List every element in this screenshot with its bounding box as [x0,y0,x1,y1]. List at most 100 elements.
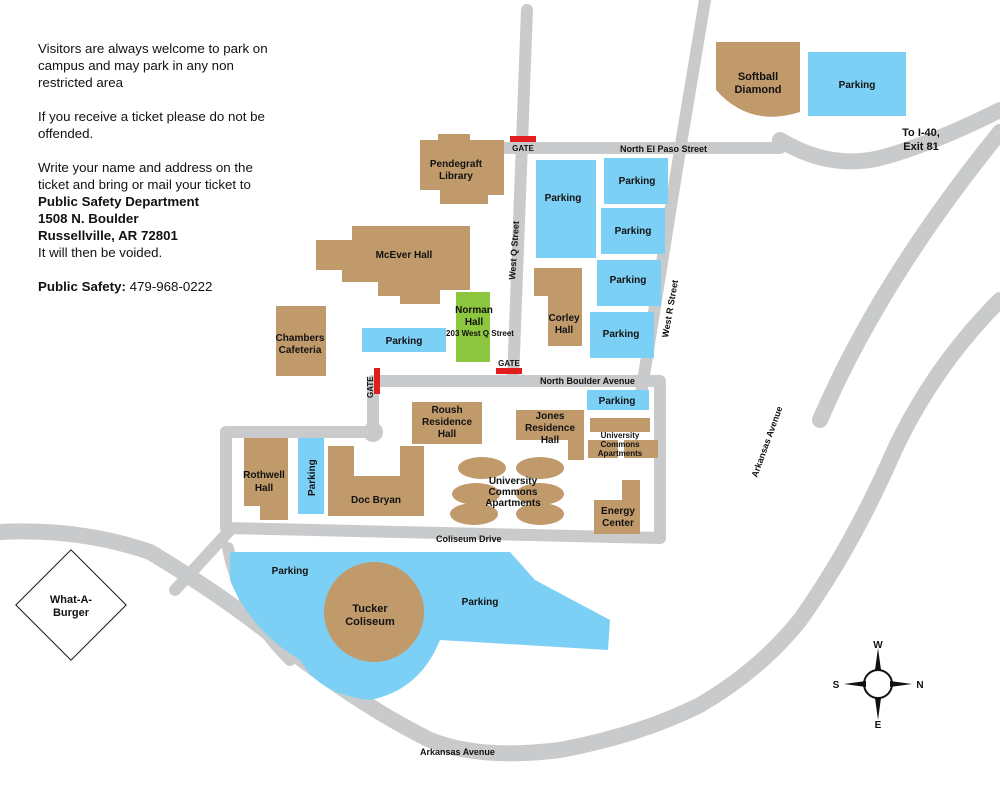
roads [0,0,1000,762]
label-energy-2: Center [602,518,634,529]
road-to-interstate [772,102,1000,170]
parking-lot-3 [601,208,665,254]
road-west-connector [169,524,236,596]
directions-line-1: To I-40, [902,127,940,139]
parking-lot-chambers [362,328,446,352]
label-doc-bryan: Doc Bryan [351,495,401,506]
gates [374,136,536,394]
building-energy-center [594,480,640,534]
gate-loop [374,368,380,394]
label-uca-1: University [489,476,538,487]
info-paragraph-2: If you receive a ticket please do not be… [38,109,265,141]
info-phone-number: 479-968-0222 [129,279,213,294]
parking-label-5: Parking [603,329,640,340]
building-norman-hall [456,292,490,362]
info-voided: It will then be voided. [38,245,163,260]
building-jones-residence-hall [516,410,584,460]
parking-lot-5 [590,312,654,358]
gate-north-boulder [496,368,522,374]
building-mcever-hall [316,226,470,304]
label-tucker-1: Tucker [352,603,388,615]
what-a-burger-marker [15,549,127,661]
info-phone-label: Public Safety: [38,279,126,294]
info-text-3: Write your name and address on the ticke… [38,160,253,192]
parking-label-softball: Parking [839,80,876,91]
label-chambers-2: Cafeteria [279,345,322,356]
info-address-1: Public Safety Department [38,194,200,209]
parking-lot-rothwell [298,438,324,514]
parking-lot-softball [808,52,906,116]
parking-label-rothwell: Parking [307,459,318,496]
label-corley-2: Hall [555,325,574,336]
label-norman-1: Norman [455,305,493,316]
parking-label-coliseum-east: Parking [462,597,499,608]
label-roush-2: Residence [422,417,472,428]
gate-label-boulder: GATE [498,359,520,368]
label-roush-3: Hall [438,429,457,440]
parking-label-2: Parking [619,176,656,187]
label-mcever-hall: McEver Hall [376,250,433,261]
compass-n: N [916,680,923,691]
label-tucker-2: Coliseum [345,616,395,628]
building-university-commons-small [588,418,658,458]
compass-e: E [875,720,882,731]
street-north-el-paso: North El Paso Street [620,144,707,154]
building-softball-diamond [716,42,800,117]
compass-rose [844,648,912,720]
info-address-2: 1508 N. Boulder [38,211,139,226]
info-address-3: Russellville, AR 72801 [38,228,178,243]
visitor-info-panel: Visitors are always welcome to park on c… [38,40,268,312]
label-jones-2: Residence [525,423,575,434]
label-norman-address: 203 West Q Street [446,329,514,338]
label-roush-1: Roush [431,405,462,416]
building-roush-residence-hall [412,402,482,444]
parking-lot-1 [536,160,596,258]
label-uca-small-1: University [601,431,640,440]
label-uca-small-2: Commons [600,440,640,449]
parking-label-coliseum-west: Parking [272,566,309,577]
label-jones-3: Hall [541,435,560,446]
building-rothwell-hall [244,438,288,520]
label-norman-2: Hall [465,317,484,328]
buildings [244,42,800,662]
label-uca-3: Apartments [485,498,541,509]
road-west-q [507,4,533,386]
label-whataburger-1: What-A- [50,594,92,606]
label-softball-1: Softball [738,71,778,83]
road-arkansas-east-branch [812,124,1000,428]
compass-w: W [873,640,883,651]
map-labels: W E S N North El Paso Street North Bould… [50,71,940,757]
compass-s: S [833,680,840,691]
label-pendegraft-1: Pendegraft [430,159,483,170]
parking-label-1: Parking [545,193,582,204]
directions-line-2: Exit 81 [903,141,938,153]
gate-label-loop: GATE [366,376,375,398]
label-uca-small-3: Apartments [598,449,643,458]
label-rothwell-2: Hall [255,483,274,494]
parking-label-4: Parking [610,275,647,286]
info-phone-line: Public Safety: 479-968-0222 [38,278,268,295]
building-pendegraft-library [420,134,504,204]
parking-lot-4 [597,260,661,306]
street-west-q: West Q Street [507,221,521,280]
label-rothwell-1: Rothwell [243,470,285,481]
label-pendegraft-2: Library [439,171,473,182]
parking-lot-jones [587,390,649,410]
parking-lot-2 [604,158,668,204]
parking-label-chambers: Parking [386,336,423,347]
building-university-commons-apartments [450,457,564,525]
label-corley-1: Corley [548,313,580,324]
label-whataburger-2: Burger [53,607,90,619]
street-coliseum-drive: Coliseum Drive [436,534,502,544]
label-chambers-1: Chambers [276,333,325,344]
parking-label-jones: Parking [599,396,636,407]
street-arkansas-avenue-east: Arkansas Avenue [749,405,784,479]
building-corley-hall [534,268,582,346]
road-campus-loop [220,375,666,544]
gate-label-el-paso: GATE [512,144,534,153]
info-paragraph-1: Visitors are always welcome to park on c… [38,41,268,90]
building-doc-bryan [328,446,424,516]
label-jones-1: Jones [536,411,565,422]
building-tucker-coliseum [324,562,424,662]
